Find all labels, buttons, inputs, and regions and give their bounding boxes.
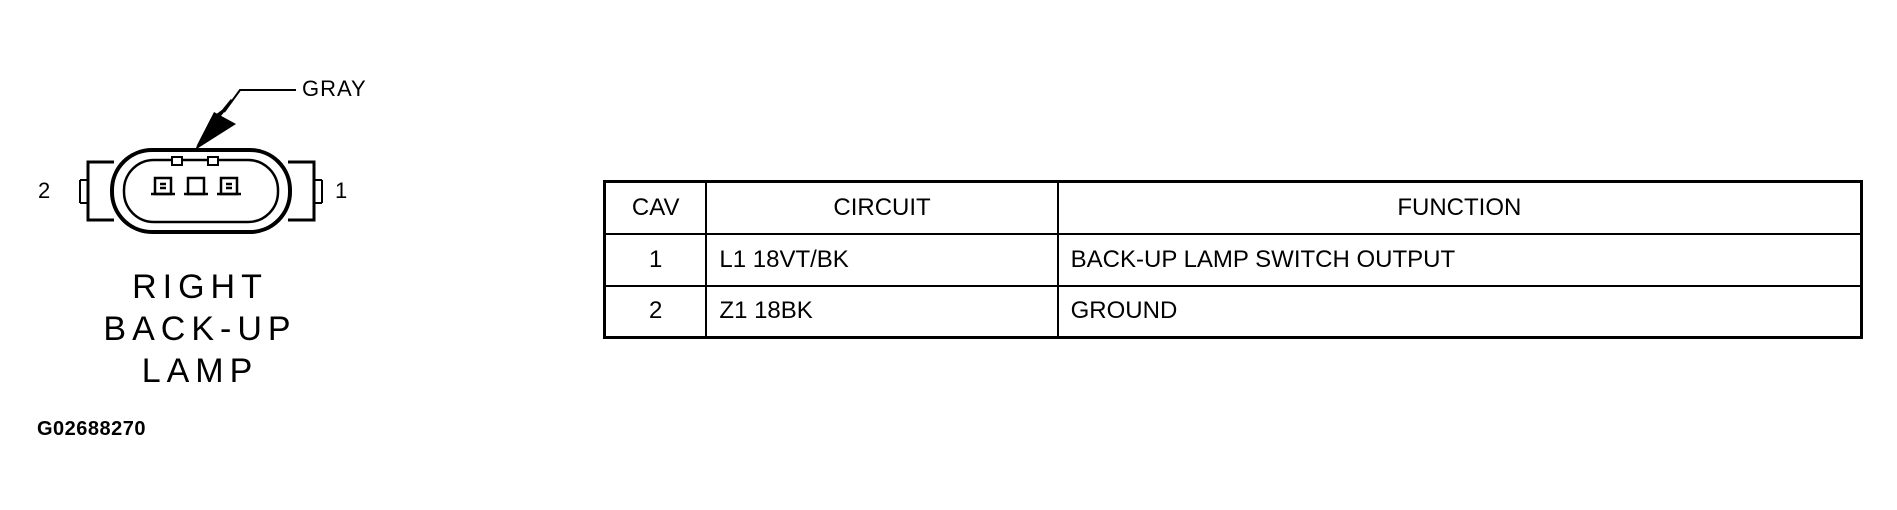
- pin-number-right: 1: [335, 178, 348, 203]
- cell-function: GROUND: [1056, 284, 1863, 339]
- table-row: 1 L1 18VT/BK BACK-UP LAMP SWITCH OUTPUT: [603, 232, 1863, 287]
- connector-name-line: RIGHT: [132, 268, 268, 306]
- connector-body: [79, 148, 323, 234]
- pinout-table: CAV CIRCUIT FUNCTION 1 L1 18VT/BK BACK-U…: [603, 180, 1863, 339]
- header-circuit: CIRCUIT: [705, 180, 1059, 235]
- cell-circuit: L1 18VT/BK: [705, 232, 1059, 287]
- table-header-row: CAV CIRCUIT FUNCTION: [603, 180, 1863, 235]
- connector-name: RIGHT BACK-UP LAMP: [70, 266, 330, 392]
- connector-name-line: LAMP: [141, 352, 259, 390]
- terminal-cavities: [151, 176, 241, 196]
- cell-circuit: Z1 18BK: [705, 284, 1059, 339]
- pin-number-left: 2: [38, 178, 51, 203]
- header-function: FUNCTION: [1056, 180, 1863, 235]
- color-leader-line: [223, 89, 296, 113]
- connector-name-line: BACK-UP: [103, 310, 297, 348]
- cell-cav: 1: [603, 232, 708, 287]
- figure-id: G02688270: [37, 418, 147, 440]
- table-row: 2 Z1 18BK GROUND: [603, 284, 1863, 339]
- connector-color-label: GRAY: [302, 76, 367, 101]
- header-cav: CAV: [603, 180, 708, 235]
- cell-cav: 2: [603, 284, 708, 339]
- cell-function: BACK-UP LAMP SWITCH OUTPUT: [1056, 232, 1863, 287]
